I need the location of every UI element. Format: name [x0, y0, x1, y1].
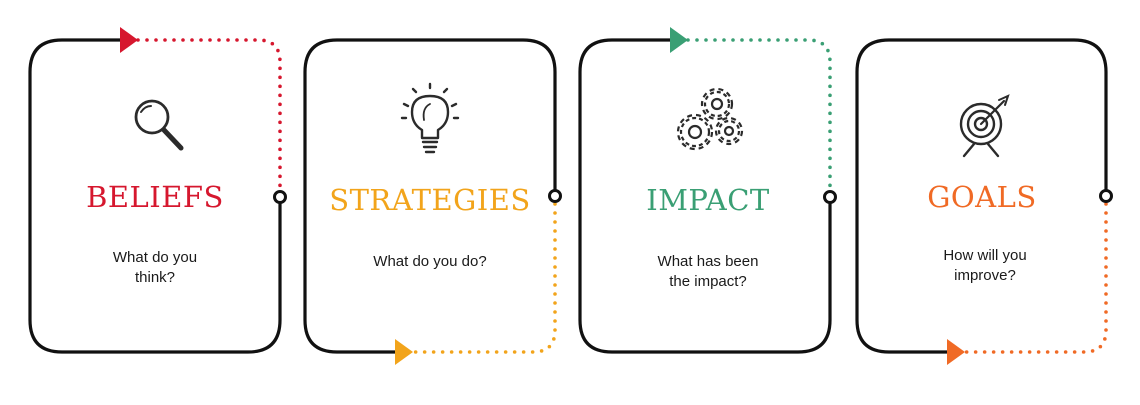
card-question-strategies: What do you do?	[373, 253, 487, 270]
connector-node-goals	[1099, 189, 1113, 203]
card-title-strategies: STRATEGIES	[329, 183, 531, 217]
magnifier-icon	[134, 99, 184, 151]
arrow-marker-beliefs	[120, 27, 138, 53]
lightbulb-icon	[400, 82, 460, 154]
card-impact-outline	[578, 38, 832, 354]
arrow-marker-impact	[670, 27, 688, 53]
card-strategies-dotted-connector	[411, 202, 557, 354]
card-title-beliefs: BELIEFS	[86, 180, 224, 214]
card-beliefs	[28, 27, 287, 354]
card-strategies-outline	[303, 38, 557, 354]
card-impact-dotted-connector	[686, 38, 832, 192]
connector-node-strategies	[548, 189, 562, 203]
card-strategies	[303, 38, 562, 365]
card-goals	[855, 38, 1113, 365]
card-goals-outline	[855, 38, 1108, 354]
arrow-marker-strategies	[395, 339, 413, 365]
target-icon	[959, 94, 1010, 158]
card-title-goals: GOALS	[927, 180, 1037, 214]
card-beliefs-outline	[28, 38, 282, 354]
card-question-goals: How will you improve?	[943, 247, 1027, 284]
card-title-impact: IMPACT	[646, 183, 770, 217]
connector-node-impact	[823, 190, 837, 204]
card-beliefs-dotted-connector	[136, 38, 282, 192]
card-question-beliefs: What do you think?	[112, 249, 198, 286]
card-impact	[578, 27, 837, 354]
card-goals-dotted-connector	[963, 202, 1108, 354]
arrow-marker-goals	[947, 339, 965, 365]
connector-node-beliefs	[273, 190, 287, 204]
gears-icon	[676, 87, 744, 151]
card-question-impact: What has been the impact?	[657, 253, 759, 290]
